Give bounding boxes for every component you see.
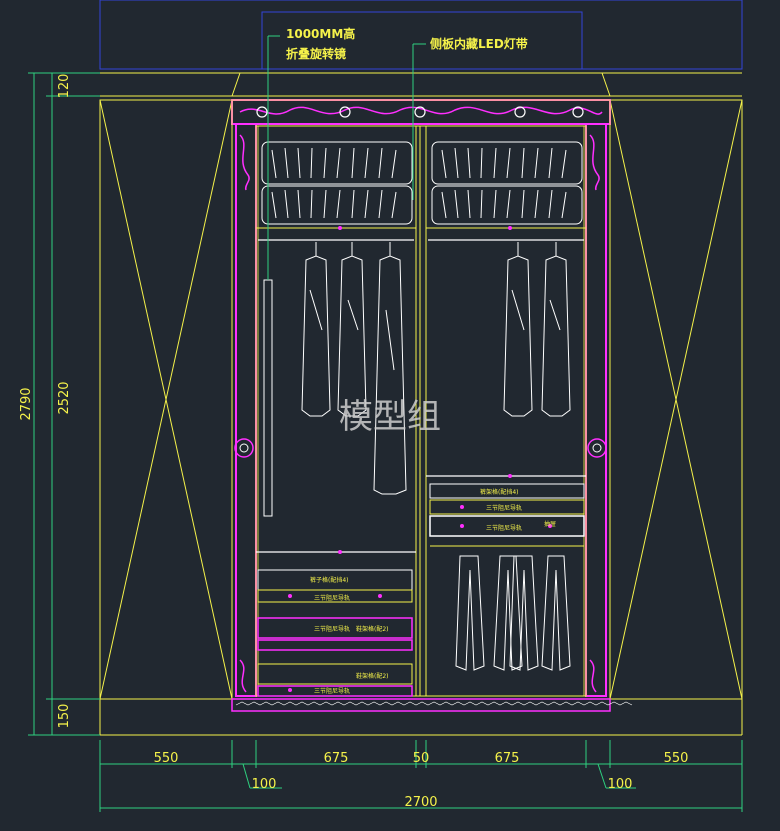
- dimension-lines: [28, 72, 743, 812]
- label-drawer-left1: 三节阻尼导轨: [314, 594, 350, 602]
- hanging-trousers: [455, 555, 571, 671]
- label-drawer-right1: 三节阻尼导轨: [486, 504, 522, 512]
- left-drawer-stack: [256, 550, 416, 697]
- mirror-note-line2: 折叠旋转镜: [286, 46, 346, 61]
- left-side-panel: [99, 99, 233, 700]
- dim-right-door-width: 675: [495, 751, 520, 766]
- watermark: 模型组: [339, 397, 441, 437]
- right-drawer-stack: [426, 474, 586, 547]
- dim-left-side-width: 550: [154, 751, 179, 766]
- label-drawer-right2: 三节阻尼导轨: [486, 524, 522, 532]
- dim-mid-height: 2520: [57, 381, 72, 414]
- folding-mirror: [263, 35, 426, 517]
- dim-top-height: 120: [57, 74, 72, 99]
- dim-base-height: 150: [57, 704, 72, 729]
- crown-molding: [100, 72, 742, 125]
- hanging-coats: [301, 242, 571, 495]
- shelves-and-rods: [256, 226, 586, 241]
- top-cabinet-box: [99, 0, 743, 70]
- label-drawer-left2: 三节阻尼导轨: [314, 625, 350, 633]
- dim-right-pilaster: 100: [608, 777, 633, 792]
- dim-total-width: 2700: [404, 795, 437, 810]
- mirror-note-line1: 1000MM高: [286, 26, 355, 41]
- left-quilt-storage: [261, 141, 413, 225]
- led-strip-note: 侧板内藏LED灯带: [430, 36, 528, 51]
- dim-right-side-width: 550: [664, 751, 689, 766]
- label-pants-rack-right: 裤架格(配挡4): [480, 488, 519, 496]
- dim-center-width: 50: [413, 751, 430, 766]
- label-drawer-left3: 三节阻尼导轨: [314, 687, 350, 695]
- right-side-panel: [609, 99, 743, 700]
- wardrobe-base: [99, 698, 743, 736]
- dim-left-door-width: 675: [324, 751, 349, 766]
- right-quilt-storage: [431, 141, 583, 225]
- dim-total-height: 2790: [19, 387, 34, 420]
- label-drawer-right-side: 抽屉: [544, 520, 556, 528]
- label-pants-rack-left: 裤子格(配挡4): [310, 576, 349, 584]
- label-shoe-rack-left2: 鞋架格(配2): [356, 672, 389, 680]
- label-shoe-rack-left1: 鞋架格(配2): [356, 625, 389, 633]
- dim-left-pilaster: 100: [252, 777, 277, 792]
